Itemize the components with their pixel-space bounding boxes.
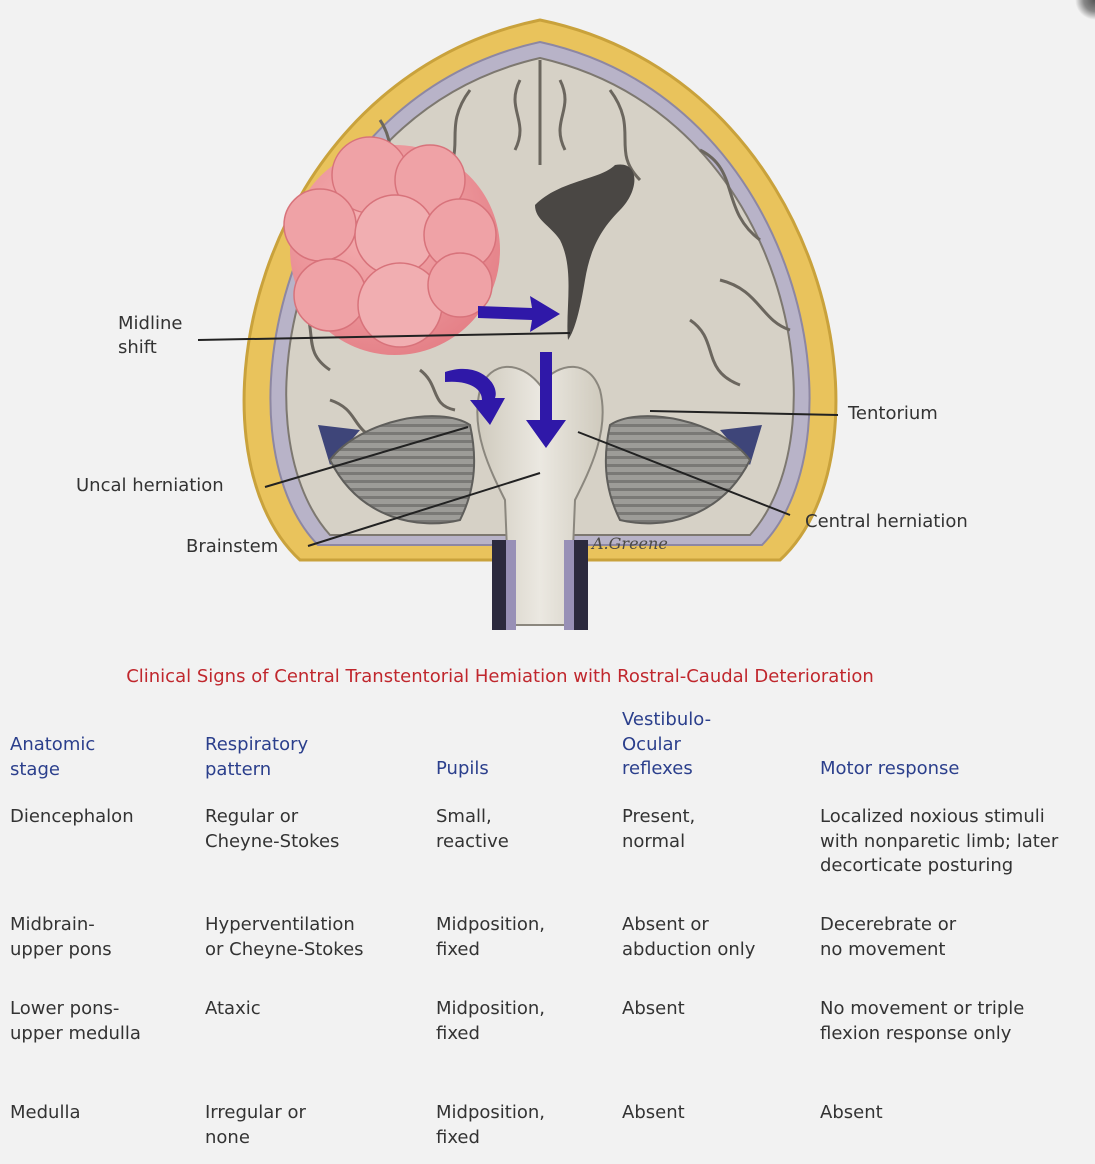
brain-herniation-illustration: A.Greene bbox=[197, 18, 839, 630]
corner-shadow bbox=[1075, 0, 1095, 20]
label-tentorium: Tentorium bbox=[848, 403, 938, 424]
table-cell: Midbrain- upper pons bbox=[10, 914, 112, 960]
table-cell: Absent bbox=[622, 998, 685, 1019]
table-caption: Clinical Signs of Central Transtentorial… bbox=[126, 666, 874, 687]
table-cell: Present, normal bbox=[622, 806, 696, 852]
table-cell: Midposition, fixed bbox=[436, 998, 545, 1044]
cerebellum-left bbox=[328, 415, 476, 525]
header-vestibulo-ocular: Vestibulo- Ocular reflexes bbox=[622, 709, 712, 779]
table-cell: Diencephalon bbox=[10, 806, 134, 827]
table-cell: Small, reactive bbox=[436, 806, 509, 852]
cerebellum-right bbox=[604, 415, 752, 525]
tumor-mass bbox=[283, 136, 500, 355]
header-respiratory-pattern: Respiratory pattern bbox=[205, 734, 309, 780]
herniation-arrows bbox=[445, 296, 566, 448]
label-uncal-herniation: Uncal herniation bbox=[76, 475, 224, 496]
table-cell: Midposition, fixed bbox=[436, 1102, 545, 1148]
illustrator-signature: A.Greene bbox=[590, 534, 668, 553]
table-cell: Hyperventilation or Cheyne-Stokes bbox=[205, 914, 364, 960]
header-motor-response: Motor response bbox=[820, 758, 960, 779]
table-cell: Midposition, fixed bbox=[436, 914, 545, 960]
leader-lines bbox=[197, 332, 839, 547]
midline-shift-arrow bbox=[478, 296, 560, 332]
table-cell: Lower pons- upper medulla bbox=[10, 998, 141, 1044]
label-brainstem: Brainstem bbox=[186, 536, 279, 557]
table-cell: Absent or abduction only bbox=[622, 914, 756, 960]
table-cell: Ataxic bbox=[205, 998, 261, 1019]
header-pupils: Pupils bbox=[436, 758, 489, 779]
table-cell: Decerebrate or no movement bbox=[820, 914, 957, 960]
lateral-ventricle bbox=[535, 164, 635, 340]
table-cell: Absent bbox=[622, 1102, 685, 1123]
table-cell: Medulla bbox=[10, 1102, 81, 1123]
label-central-herniation: Central herniation bbox=[805, 511, 968, 532]
uncal-herniation-arrow bbox=[445, 368, 505, 425]
table-cell: Irregular or none bbox=[205, 1102, 306, 1148]
label-midline-shift: Midline shift bbox=[118, 313, 183, 358]
table-cell: Regular or Cheyne-Stokes bbox=[205, 806, 340, 852]
table-cell: Absent bbox=[820, 1102, 883, 1123]
central-herniation-arrow bbox=[526, 352, 566, 448]
table-cell: Localized noxious stimuli with nonpareti… bbox=[820, 806, 1059, 876]
header-anatomic-stage: Anatomic stage bbox=[10, 734, 96, 780]
table-cell: No movement or triple flexion response o… bbox=[820, 998, 1025, 1044]
